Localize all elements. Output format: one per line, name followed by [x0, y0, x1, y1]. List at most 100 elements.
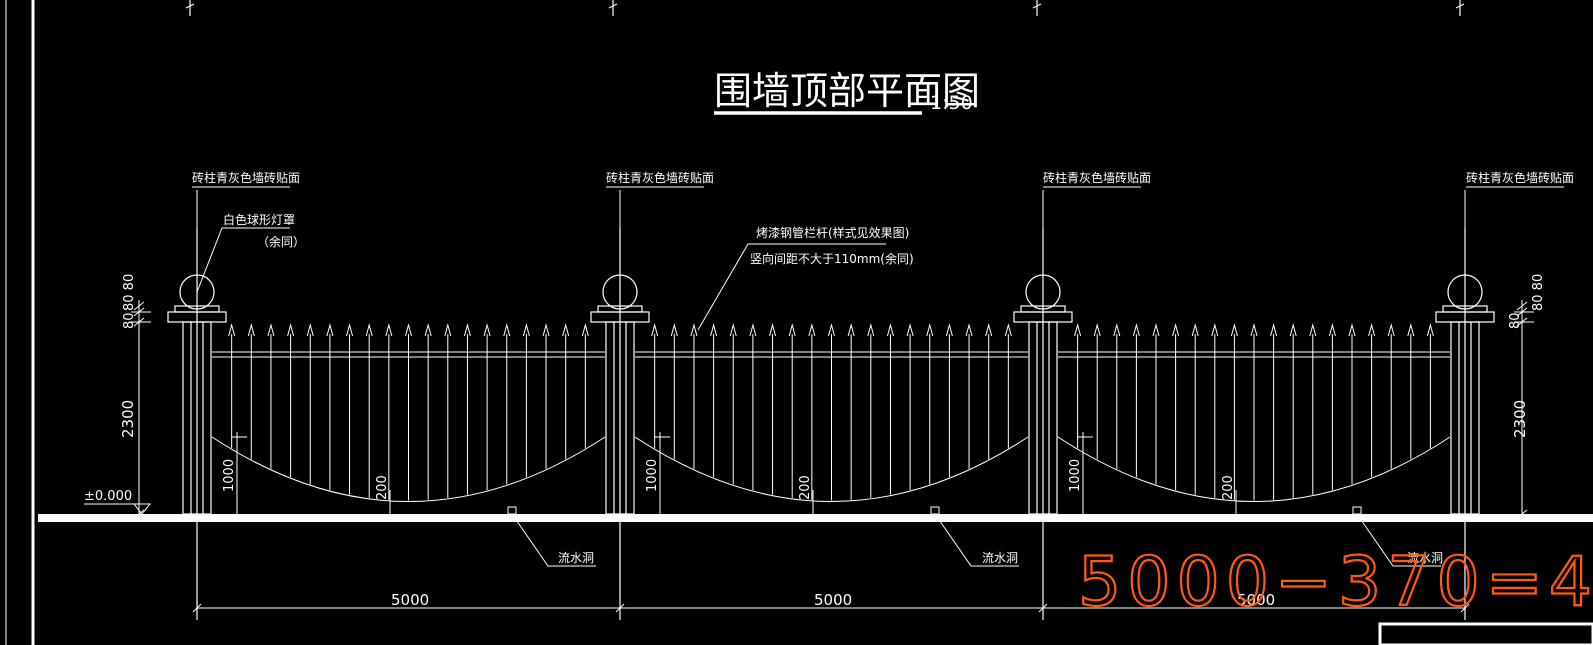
- picket-spike: [808, 323, 816, 337]
- picket-spike: [1132, 323, 1140, 337]
- picket-spike: [424, 323, 432, 337]
- label-pier-finish-4: 砖柱青灰色墙砖贴面: [1466, 170, 1574, 185]
- dim-arc-bottom-2: 200: [798, 475, 813, 500]
- picket-spike: [1004, 323, 1012, 337]
- elevation-zero: ±0.000: [84, 489, 132, 504]
- picket-spike: [267, 323, 275, 337]
- picket-spike: [769, 323, 777, 337]
- picket-spike: [1074, 323, 1082, 337]
- picket-spike: [945, 323, 953, 337]
- picket-spike: [1270, 323, 1278, 337]
- dim-bay-3: 5000: [1237, 591, 1275, 609]
- picket-spike: [306, 323, 314, 337]
- picket-spike: [385, 323, 393, 337]
- label-lamp-2: （余同）: [257, 234, 305, 249]
- label-pier-finish-2: 砖柱青灰色墙砖贴面: [606, 170, 714, 185]
- elevation-marker: [84, 503, 152, 515]
- dim-cap-right: 80 80: [1531, 274, 1546, 311]
- dim-cap-right-2: 80: [1508, 312, 1523, 329]
- picket-spike: [1093, 323, 1101, 337]
- dim-bay-1: 5000: [391, 591, 429, 609]
- label-drain-2: 流水洞: [982, 551, 1018, 565]
- picket-spike: [228, 323, 236, 337]
- picket-spike: [522, 323, 530, 337]
- picket-spike: [886, 323, 894, 337]
- dim-arc-bottom-3: 200: [1221, 475, 1236, 500]
- label-railing-1: 烤漆钢管栏杆(样式见效果图): [756, 225, 909, 240]
- drawing-frame: [5, 0, 1593, 645]
- picket-spike: [365, 323, 373, 337]
- picket-spike: [788, 323, 796, 337]
- picket-spike: [326, 323, 334, 337]
- dim-height-right: 2300: [1511, 400, 1529, 438]
- dim-arc-depth-1: 1000: [222, 459, 237, 492]
- label-pier-finish-3: 砖柱青灰色墙砖贴面: [1043, 170, 1151, 185]
- picket-spike: [1309, 323, 1317, 337]
- height-tick: [133, 509, 145, 519]
- railing-bay-2: [634, 323, 1029, 515]
- picket-spike: [1250, 323, 1258, 337]
- railing: [211, 323, 1451, 515]
- picket-spike: [463, 323, 471, 337]
- drain-hole: [930, 506, 940, 515]
- height-tick: [1516, 509, 1528, 519]
- picket-spike: [562, 323, 570, 337]
- picket-spike: [1426, 323, 1434, 337]
- dim-height-left: 2300: [119, 400, 137, 438]
- picket-spike: [1407, 323, 1415, 337]
- picket-spike: [906, 323, 914, 337]
- bottom-arc: [634, 436, 1029, 502]
- dimensions: [84, 300, 1534, 620]
- bottom-arc: [211, 436, 606, 502]
- picket-spike: [503, 323, 511, 337]
- picket-spike: [867, 323, 875, 337]
- picket-spike: [1191, 323, 1199, 337]
- picket-spike: [651, 323, 659, 337]
- picket-spike: [1172, 323, 1180, 337]
- drain-leader: [934, 513, 1019, 567]
- label-drain-1: 流水洞: [558, 551, 594, 565]
- picket-spike: [670, 323, 678, 337]
- picket-spike: [1211, 323, 1219, 337]
- picket-spike: [1113, 323, 1121, 337]
- height-tick: [1516, 301, 1528, 311]
- picket-spike: [1328, 323, 1336, 337]
- dim-arc-bottom-1: 200: [375, 475, 390, 500]
- picket-spike: [749, 323, 757, 337]
- picket-spike: [405, 323, 412, 337]
- picket-spike: [926, 323, 934, 337]
- dim-arc-depth-2: 1000: [645, 459, 660, 492]
- picket-spike: [542, 323, 550, 337]
- picket-spike: [965, 323, 973, 337]
- picket-spike: [710, 323, 718, 337]
- picket-spike: [847, 323, 855, 337]
- picket-spike: [1230, 323, 1238, 337]
- drain-hole: [1352, 506, 1362, 515]
- picket-spike: [483, 323, 491, 337]
- label-drain-3: 流水洞: [1407, 551, 1443, 565]
- railing-bay-1: [211, 323, 606, 515]
- label-railing-2: 竖向间距不大于110mm(余同): [750, 251, 914, 266]
- pier-2: [590, 228, 650, 620]
- dim-arc-depth-3: 1000: [1068, 459, 1083, 492]
- drain-hole: [507, 506, 517, 515]
- label-pier-finish-1: 砖柱青灰色墙砖贴面: [192, 170, 300, 185]
- picket-spike: [444, 323, 452, 337]
- dim-cap-left-2: 80: [122, 312, 137, 329]
- railing-bay-3: [1057, 323, 1451, 515]
- top-ticks: [185, 0, 1465, 16]
- picket-spike: [1289, 323, 1297, 337]
- dim-cap-left: 80 80: [122, 274, 137, 311]
- picket-spike: [1387, 323, 1395, 337]
- picket-spike: [985, 323, 993, 337]
- dim-bay-2: 5000: [814, 591, 852, 609]
- ground-line: [38, 514, 1593, 522]
- label-lamp-1: 白色球形灯罩: [223, 212, 295, 227]
- leaders: [192, 186, 1564, 567]
- picket-spike: [346, 323, 354, 337]
- railing-leader: [697, 243, 886, 331]
- drawing-scale: 1:50: [930, 92, 973, 114]
- drawing-title: 围墙顶部平面图: [714, 69, 980, 113]
- picket-spike: [581, 323, 589, 337]
